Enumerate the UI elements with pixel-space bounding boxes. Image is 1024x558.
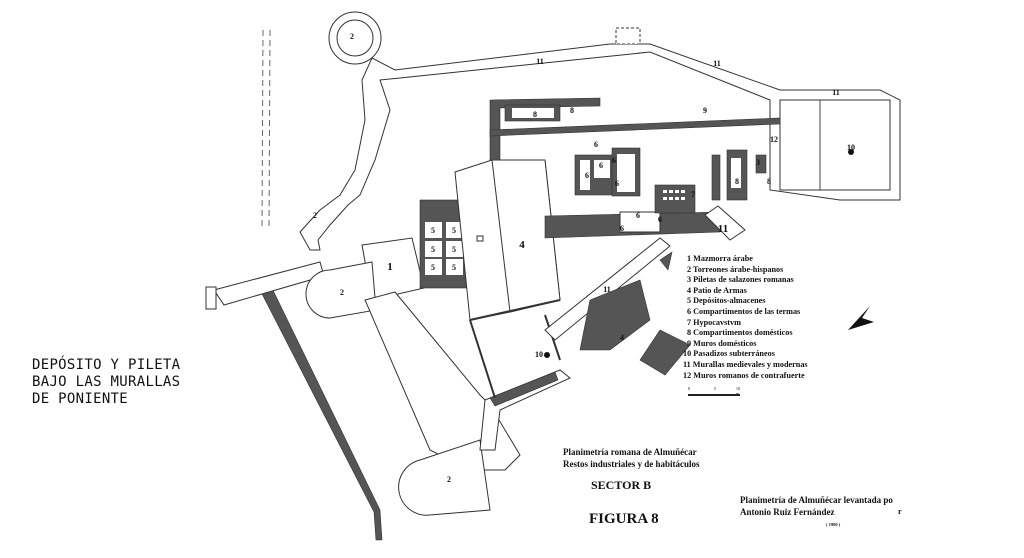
- scale-label: 0: [688, 386, 690, 391]
- plan-label: 1: [387, 261, 393, 273]
- figure-label: FIGURA 8: [589, 511, 659, 527]
- legend-item: 10 Pasadizos subterráneos: [683, 349, 775, 359]
- plan-label: 6: [612, 156, 616, 165]
- plan-label: 4: [620, 333, 624, 342]
- baths-and-rooms: [489, 97, 781, 241]
- plan-label: 6: [594, 140, 598, 149]
- scale-label: 5: [714, 386, 716, 391]
- legend-item: 1 Mazmorra árabe: [687, 254, 753, 263]
- credit-stray-char: r: [898, 507, 902, 516]
- plan-label: 5: [452, 245, 456, 254]
- plan-label: 6: [658, 215, 662, 224]
- plan-label: 4: [519, 239, 525, 251]
- sector-label: SECTOR B: [591, 478, 652, 492]
- plan-label: 9: [703, 106, 707, 115]
- legend-item: 8 Compartimentos domésticos: [687, 328, 793, 338]
- legend-item: 11 Murallas medievales y modernas: [683, 359, 808, 369]
- legend-item: 6 Compartimentos de las termas: [687, 306, 801, 316]
- passage-marker-icon: [544, 352, 550, 358]
- plan-label: 2: [447, 475, 451, 484]
- title-line: DE PONIENTE: [32, 391, 129, 407]
- plan-label: 2: [350, 32, 354, 41]
- legend-item: 7 Hypocavstvm: [687, 317, 741, 327]
- plan-label: 12: [770, 135, 778, 144]
- legend-item: 3 Piletas de salazones romanas: [687, 275, 794, 285]
- plan-label: 10: [847, 143, 855, 152]
- plan-label: 8: [735, 177, 739, 186]
- caption: Planimetría romana de Almuñécar Restos i…: [563, 446, 700, 470]
- plan-label: 2: [340, 288, 344, 297]
- passage-marker-icon: [848, 149, 854, 155]
- north-arrow-icon: [848, 306, 874, 330]
- plan-label: 5: [452, 263, 456, 272]
- patio-de-armas: [454, 159, 561, 399]
- plan-label: 11: [718, 223, 728, 235]
- legend-item: 5 Depósitos-almacenes: [687, 296, 766, 306]
- plan-label: 8: [533, 110, 537, 119]
- plan-label: 11: [536, 57, 544, 66]
- plan-label: 7: [691, 190, 695, 199]
- plan-label: 5: [452, 226, 456, 235]
- legend: 1 Mazmorra árabe 2 Torreones árabe-hispa…: [683, 254, 808, 381]
- scale-bar: 0 5 10 m: [688, 386, 740, 398]
- credit-line: Planimetría de Almuñécar levantada po: [740, 495, 893, 505]
- plan-label: 8: [570, 106, 574, 115]
- poniente-walls: [205, 29, 383, 541]
- title-line: BAJO LAS MURALLAS: [32, 374, 181, 390]
- plan-label: 10: [535, 350, 543, 359]
- plan-label: 11: [832, 88, 840, 97]
- plan-label: 3: [756, 158, 760, 167]
- plan-label: 6: [636, 211, 640, 220]
- perimeter-wall: [299, 11, 901, 251]
- legend-item: 9 Muros domésticos: [687, 338, 757, 348]
- towers: [305, 237, 571, 516]
- plan-label: 8: [767, 177, 771, 186]
- caption-line: Restos industriales y de habitáculos: [563, 459, 700, 469]
- plan-label: 2: [313, 211, 317, 220]
- plan-label: 6: [615, 179, 619, 188]
- credit-year: ( 1980 ): [826, 522, 841, 527]
- legend-item: 4 Patio de Armas: [687, 285, 747, 295]
- plan-labels: 2 2 2 2 1 11 11 11 11 11 9 8 8 8 8 12 10…: [313, 32, 855, 484]
- scale-label: 10 m: [736, 386, 740, 396]
- plan-title: DEPÓSITO Y PILETA BAJO LAS MURALLAS DE P…: [32, 357, 180, 408]
- plan-label: 6: [599, 161, 603, 170]
- ramp-wall: [544, 237, 691, 376]
- title-line: DEPÓSITO Y PILETA: [32, 357, 181, 373]
- credit: Planimetría de Almuñécar levantada po An…: [740, 494, 893, 518]
- plan-label: 5: [431, 226, 435, 235]
- legend-item: 2 Torreones árabe-hispanos: [687, 264, 784, 274]
- credit-line: Antonio Ruiz Fernández: [740, 507, 835, 517]
- plan-label: 11: [713, 59, 721, 68]
- plan-label: 5: [431, 245, 435, 254]
- plan-label: 5: [431, 263, 435, 272]
- legend-item: 12 Muros romanos de contrafuerte: [683, 370, 805, 380]
- plan-label: 6: [585, 171, 589, 180]
- plan-label: 11: [603, 285, 611, 294]
- caption-line: Planimetría romana de Almuñécar: [563, 447, 697, 457]
- plan-label: 6: [620, 224, 624, 233]
